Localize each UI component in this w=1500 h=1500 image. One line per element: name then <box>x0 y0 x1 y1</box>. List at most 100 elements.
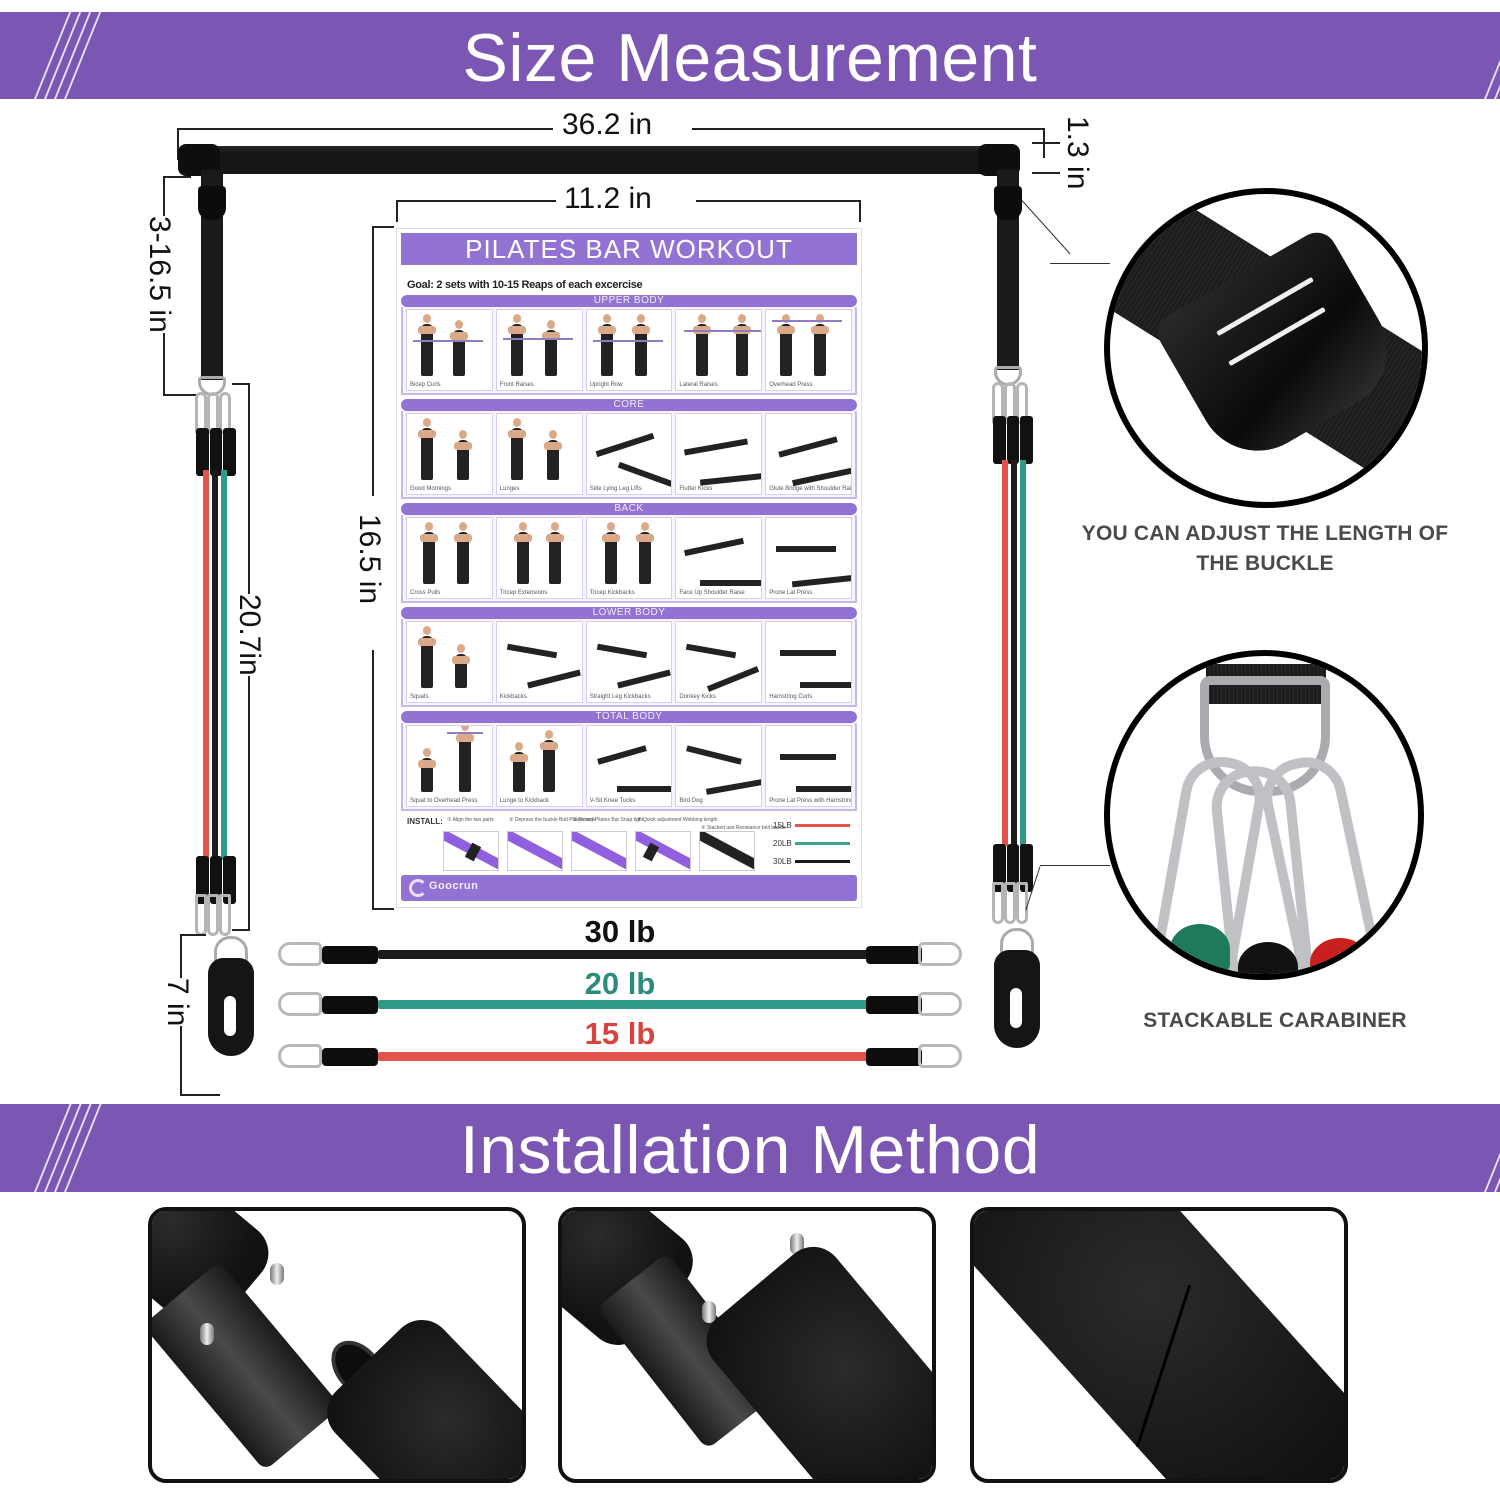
poster-footer: Goocrun <box>401 875 857 901</box>
bar-length-label: 36.2 in <box>562 108 653 141</box>
section-heading: CORE <box>401 399 857 411</box>
buckle-detail-circle <box>1104 188 1428 508</box>
exercise-card: Tricep Kickbacks <box>585 517 673 599</box>
spring-pin-icon <box>270 1263 284 1285</box>
poster-section-lower-body: LOWER BODY Squats Kickbacks Straight Leg… <box>401 607 857 707</box>
section-heading: BACK <box>401 503 857 515</box>
stripe-decoration-right <box>1440 12 1500 99</box>
exercise-card: V-Sit Knee Tucks <box>585 725 673 807</box>
exercise-card: Kickbacks <box>495 621 583 703</box>
poster-section-back: BACK Cross Pulls Tricep Extensions Trice… <box>401 503 857 603</box>
exercise-card: Bird Dog <box>675 725 763 807</box>
band-green-left <box>221 470 227 860</box>
band-red-right <box>1002 460 1008 846</box>
band-red-left <box>203 470 209 860</box>
spring-pin-icon <box>200 1323 214 1345</box>
band-legend-20: 20LB <box>773 839 850 848</box>
dimension-line <box>372 650 374 910</box>
band-caps-left-top <box>196 428 237 476</box>
carabiner-detail-circle <box>1104 650 1424 980</box>
installation-method-banner: Installation Method <box>0 1104 1500 1192</box>
install-step-image <box>443 831 499 871</box>
band-label-15lb: 15 lb <box>584 1016 656 1051</box>
adjustable-strap-right <box>997 170 1019 370</box>
strap-length-label: 3-16.5 in <box>143 216 176 333</box>
exercise-card: Side Lying Leg Lifts <box>585 413 673 495</box>
foot-handle-right <box>994 928 1040 1048</box>
exercise-card: Lunges <box>495 413 583 495</box>
install-label: INSTALL: <box>407 817 443 826</box>
adjustable-strap-left <box>201 170 223 380</box>
install-step-caption: ② Depress the buckle Butt Pilates rods <box>509 817 596 823</box>
exercise-card: Good Mornings <box>406 413 493 495</box>
poster-section-core: CORE Good Mornings Lunges Side Lying Leg… <box>401 399 857 499</box>
install-step-image <box>507 831 563 871</box>
band-black-left <box>212 470 218 860</box>
buckle-callout-text: YOU CAN ADJUST THE LENGTH OF THE BUCKLE <box>1081 522 1449 575</box>
bar-diameter-label: 1.3 in <box>1061 116 1094 190</box>
install-step-caption: ③ Rotary Pilates Bar Snap tight <box>573 817 644 823</box>
installation-step-2-panel <box>558 1207 936 1483</box>
strap-buckle-right <box>994 186 1022 220</box>
installation-step-3-panel <box>970 1207 1348 1483</box>
band-caps-left-bottom <box>196 856 237 904</box>
callout-leader-line <box>1040 865 1110 866</box>
resistance-band-15lb <box>278 1042 964 1070</box>
brand-logo-icon <box>409 879 427 897</box>
d-ring-icon <box>1200 676 1330 796</box>
stripe-decoration-right <box>1440 1104 1500 1192</box>
handle-length-label: 7 in <box>161 978 194 1027</box>
band-caps-right-bottom <box>993 844 1034 892</box>
poster-width-label: 11.2 in <box>564 182 652 215</box>
carabiner-cluster-left-bottom <box>195 894 231 936</box>
section-title: Installation Method <box>459 1112 1041 1188</box>
poster-section-total-body: TOTAL BODY Squat to Overhead Press Lunge… <box>401 711 857 811</box>
spring-pin-icon <box>702 1301 716 1323</box>
section-heading: TOTAL BODY <box>401 711 857 723</box>
install-step-image <box>699 831 755 871</box>
dimension-tick <box>180 934 206 936</box>
exercise-card: Tricep Extensions <box>495 517 583 599</box>
band-length-label: 20.7in <box>233 594 266 676</box>
exercise-card: Hamstring Curls <box>765 621 852 703</box>
callout-leader-line <box>1050 263 1110 264</box>
carabiner-callout-text: STACKABLE CARABINER <box>1143 1009 1407 1032</box>
exercise-card: Bicep Curls <box>406 309 493 391</box>
poster-goal: Goal: 2 sets with 10-15 Reaps of each ex… <box>407 279 643 291</box>
band-caps-right-top <box>993 416 1034 464</box>
dimension-tick <box>180 1094 220 1096</box>
dimension-tick <box>163 394 197 396</box>
section-heading: UPPER BODY <box>401 295 857 307</box>
installation-step-1-panel <box>148 1207 526 1483</box>
foam-grip <box>314 1307 522 1479</box>
brand-name: Goocrun <box>429 880 479 892</box>
exercise-card: Lateral Raises <box>675 309 763 391</box>
install-step-image <box>571 831 627 871</box>
exercise-card: Cross Pulls <box>406 517 493 599</box>
resistance-band-20lb <box>278 990 964 1018</box>
poster-section-upper-body: UPPER BODY Bicep Curls Front Raises Upri… <box>401 295 857 395</box>
band-black-right <box>1011 460 1017 846</box>
dimension-line <box>372 226 374 496</box>
band-label-30lb: 30 lb <box>584 914 656 949</box>
install-step-caption: ⑤ Stacked use Resistance belt buckle <box>701 825 786 831</box>
dimension-tick <box>232 383 250 385</box>
section-title: Size Measurement <box>462 20 1038 96</box>
workout-poster: PILATES BAR WORKOUT Goal: 2 sets with 10… <box>396 228 862 908</box>
size-measurement-banner: Size Measurement <box>0 12 1500 99</box>
dimension-line <box>692 128 1045 130</box>
carabiner-cluster-right-bottom <box>992 882 1028 924</box>
exercise-card: Flutter Kicks <box>675 413 763 495</box>
band-green-right <box>1020 460 1026 846</box>
dimension-tick <box>177 128 179 160</box>
exercise-card: Lunge to Kickback <box>495 725 583 807</box>
callout-leader-line <box>1021 200 1071 255</box>
foot-handle-left <box>208 936 254 1056</box>
exercise-card: Squat to Overhead Press <box>406 725 493 807</box>
poster-install-instructions: INSTALL: ① Align the two parts ② Depress… <box>401 815 857 871</box>
dimension-tick <box>372 226 394 228</box>
dimension-line <box>396 200 556 202</box>
band-label-20lb: 20 lb <box>584 966 656 1001</box>
dimension-tick <box>232 929 250 931</box>
exercise-card: Donkey Kicks <box>675 621 763 703</box>
